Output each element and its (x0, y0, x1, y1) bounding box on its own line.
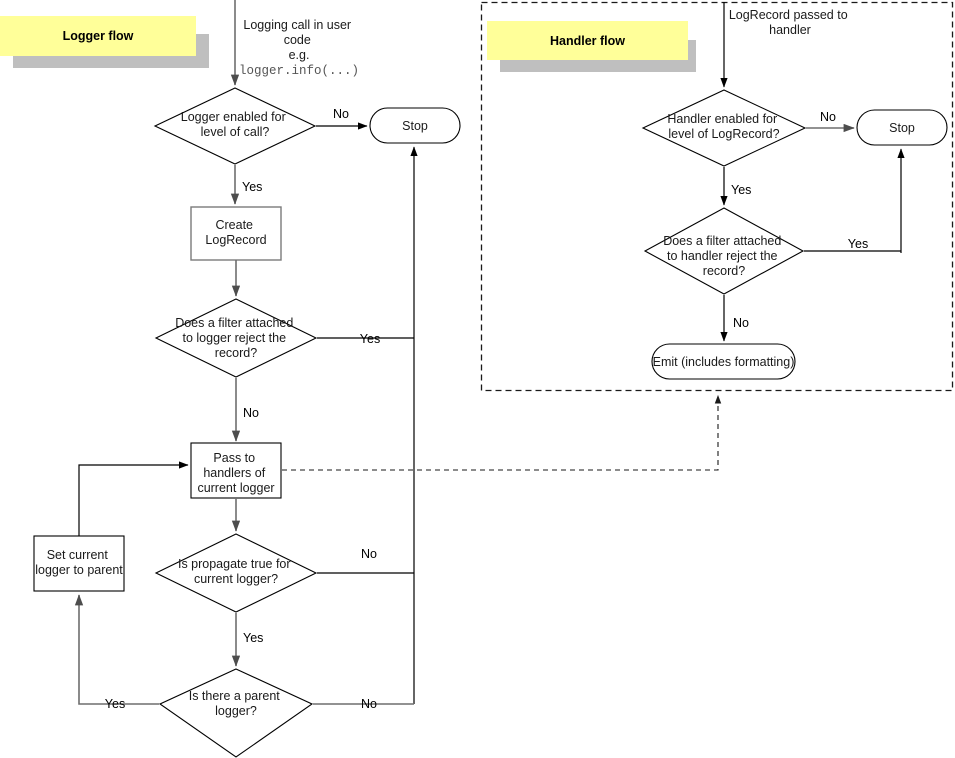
node-handler-stop (856, 109, 948, 146)
logger-flow-label-text: Logger flow (62, 29, 134, 43)
edge-label-propagate-no: No (361, 547, 377, 561)
node-emit-text: Emit (includes formatting) (653, 355, 795, 369)
node-logger-stop (369, 107, 461, 144)
edge-label-propagate-yes: Yes (243, 631, 263, 645)
edge-label-parent-no: No (361, 697, 377, 711)
edge-parent-yes (74, 594, 159, 705)
node-handler-enabled (641, 89, 807, 167)
node-propagate-text: Is propagate true for current logger? (178, 557, 294, 586)
edge-label-handler-enabled-yes: Yes (731, 183, 751, 197)
handler-entry-annotation: LogRecord passed to handler (729, 8, 851, 37)
node-handler-stop-text: Stop (889, 121, 915, 135)
edge-pass-to-handler-flow (282, 394, 722, 471)
logger-entry-annotation: Logging call in user code e.g. (243, 18, 354, 62)
edge-label-logger-filter-no: No (243, 406, 259, 420)
node-pass-to-handlers-text: Pass to handlers of current logger (197, 451, 274, 495)
node-parent-logger-text: Is there a parent logger? (189, 689, 284, 718)
node-handler-filter (643, 207, 805, 295)
edge-label-parent-yes: Yes (105, 697, 125, 711)
handler-flow-region (480, 1, 954, 392)
node-propagate (154, 533, 318, 613)
node-pass-to-handlers (190, 442, 282, 499)
node-logger-stop-text: Stop (402, 119, 428, 133)
node-set-parent (33, 535, 125, 592)
node-set-parent-text: Set current logger to parent (35, 548, 123, 577)
edge-set-parent-to-pass (78, 461, 189, 536)
edge-label-handler-filter-no: No (733, 316, 749, 330)
node-handler-filter-text: Does a filter attached to handler reject… (663, 234, 785, 278)
node-create-logrecord (190, 206, 282, 261)
handler-flow-label: Handler flow (487, 21, 688, 60)
logger-flow-label: Logger flow (0, 16, 196, 56)
node-logger-enabled-text: Logger enabled for level of call? (181, 110, 289, 139)
edge-label-handler-enabled-no: No (820, 110, 836, 124)
node-logger-filter (154, 298, 318, 378)
edge-label-logger-enabled-yes: Yes (242, 180, 262, 194)
node-handler-enabled-text: Handler enabled for level of LogRecord? (667, 112, 780, 141)
edge-label-logger-enabled-no: No (333, 107, 349, 121)
edge-label-logger-filter-yes: Yes (360, 332, 380, 346)
node-parent-logger (158, 668, 314, 758)
node-emit (651, 343, 796, 380)
node-logger-filter-text: Does a filter attached to logger reject … (175, 316, 297, 360)
node-create-logrecord-text: Create LogRecord (205, 218, 266, 247)
handler-flow-label-text: Handler flow (549, 33, 625, 48)
edge-label-handler-filter-yes: Yes (848, 237, 868, 251)
logger-entry-annotation-code: logger.info(...) (239, 64, 359, 78)
node-logger-enabled (153, 87, 317, 165)
